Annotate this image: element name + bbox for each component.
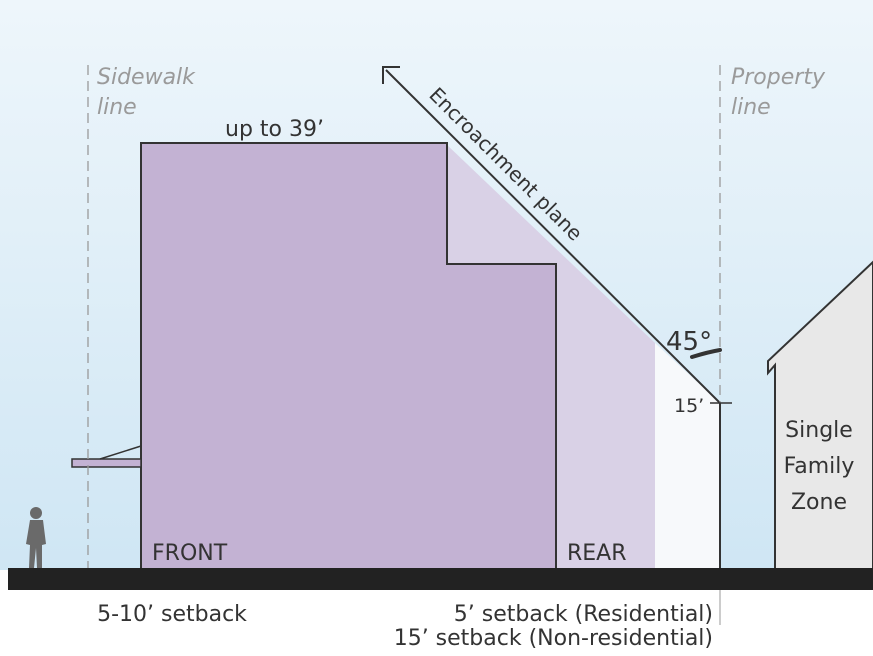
zone-label-2: Family [784, 454, 855, 479]
buildable-envelope [445, 143, 655, 570]
property-line-label-2: line [731, 95, 771, 120]
zone-label-3: Zone [791, 490, 847, 515]
angle-label: 45° [666, 327, 712, 357]
canopy-strut [99, 445, 142, 460]
pedestrian-silhouette [26, 507, 46, 568]
rear-setback-nonresidential-label: 15’ setback (Non-residential) [394, 626, 713, 651]
zone-label-1: Single [785, 418, 853, 443]
sidewalk-line-label-1: Sidewalk [97, 65, 196, 90]
canopy [71, 458, 142, 468]
height-label: up to 39’ [225, 117, 324, 142]
rear-setback-residential-label: 5’ setback (Residential) [454, 602, 713, 627]
plane-start-height-label: 15’ [674, 395, 704, 417]
property-line-label-1: Property [731, 65, 826, 90]
rear-clear-zone [655, 343, 720, 570]
single-family-house [767, 260, 873, 571]
encroachment-plane-line [385, 69, 721, 404]
angle-arc [690, 348, 722, 359]
arrow-head [382, 66, 400, 84]
ground [8, 568, 873, 590]
front-label: FRONT [152, 541, 228, 566]
front-setback-label: 5-10’ setback [97, 602, 247, 627]
rear-label: REAR [567, 541, 627, 566]
sidewalk-line-label-2: line [97, 95, 137, 120]
